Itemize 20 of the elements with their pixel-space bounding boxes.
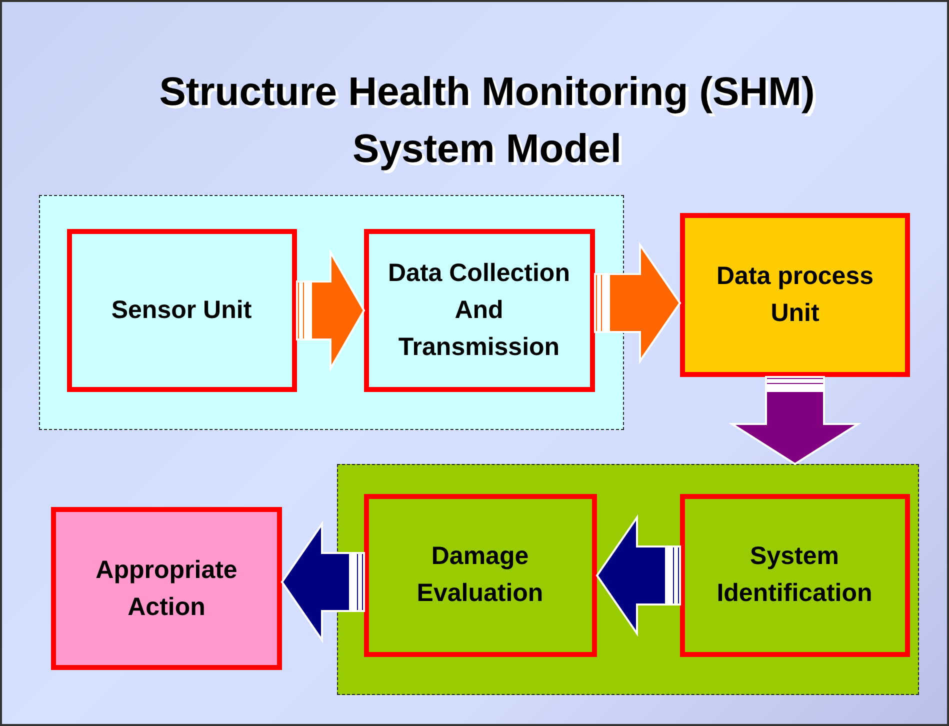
- box-label: Data process Unit: [715, 261, 875, 329]
- box-label: Damage Evaluation: [416, 541, 544, 609]
- box-label: Sensor Unit: [110, 294, 253, 326]
- dashed-group-panel: [39, 195, 624, 430]
- diagram-title: Structure Health Monitoring (SHM) System Model: [158, 69, 816, 173]
- block-arrow: [296, 248, 366, 372]
- block-arrow: [596, 514, 681, 637]
- dashed-group-panel: [337, 464, 919, 695]
- process-box: [51, 507, 282, 670]
- box-label: Appropriate Action: [94, 554, 238, 622]
- process-box: [364, 494, 596, 656]
- block-arrow: [728, 376, 862, 466]
- block-arrow: [280, 520, 365, 644]
- box-label: Data Collection And Transmission: [387, 258, 571, 362]
- box-label: System Identification: [716, 541, 874, 609]
- process-box: [66, 228, 296, 392]
- process-box: [364, 228, 594, 392]
- block-arrow: [594, 242, 682, 364]
- process-box: [680, 494, 910, 656]
- process-box: [680, 213, 910, 377]
